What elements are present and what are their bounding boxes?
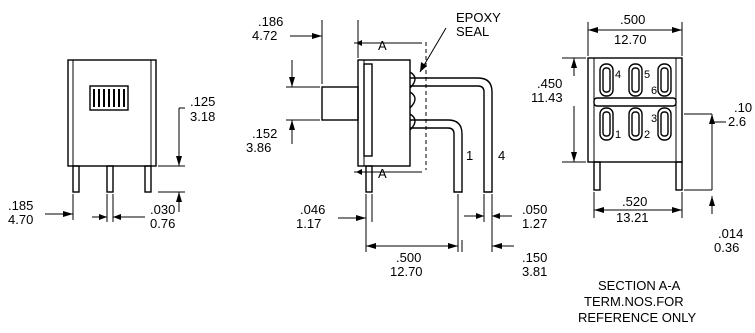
dim-mid-pin-in: .046 <box>300 202 325 217</box>
term-num-5: 5 <box>644 69 650 81</box>
dim-left-w-mm: 4.70 <box>8 212 33 227</box>
dim-left-pin-mm: 0.76 <box>150 216 175 231</box>
term-num-1: 1 <box>615 129 621 141</box>
front-actuator <box>89 85 129 111</box>
dim-mid-pin-mm: 1.17 <box>296 216 321 231</box>
seal-label: SEAL <box>456 24 489 39</box>
side-view: A A 1 4 EPOXY SEAL .186 4.72 .152 3.86 <box>246 10 547 279</box>
section-pin-right <box>675 161 683 191</box>
dim-right-h-mm: 11.43 <box>531 90 563 105</box>
section-mark-top: A <box>378 38 387 53</box>
dim-mid-side-in: .152 <box>252 126 277 141</box>
note-line-2: TERM.NOS.FOR <box>584 294 684 309</box>
side-actuator <box>321 86 359 121</box>
dim-right-foot-in: .014 <box>718 226 743 241</box>
term-num-6: 6 <box>651 85 657 97</box>
term-label-1: 1 <box>466 148 473 163</box>
dim-left-h-mm: 3.18 <box>190 109 215 124</box>
front-view: .125 3.18 .185 4.70 .030 0.76 <box>8 59 215 231</box>
dim-right-base-in: .520 <box>622 194 647 209</box>
dim-right-side-in: .10 <box>734 100 752 115</box>
dim-mid-lead-in: .050 <box>522 202 547 217</box>
dim-mid-span-mm: 12.70 <box>390 264 423 279</box>
dim-left-w-in: .185 <box>8 198 33 213</box>
dim-mid-offset-in: .150 <box>522 250 547 265</box>
front-pin-3 <box>144 165 152 193</box>
dim-left-h-in: .125 <box>190 94 215 109</box>
dim-right-w-mm: 12.70 <box>614 32 647 47</box>
dim-right-h-in: .450 <box>537 76 562 91</box>
side-body <box>357 59 411 167</box>
section-view: 4 5 6 1 2 3 .500 12.70 .450 11.43 .10 2.… <box>528 12 752 325</box>
dim-mid-offset-mm: 3.81 <box>522 264 547 279</box>
note-line-3: REFERENCE ONLY <box>578 310 697 325</box>
term-num-2: 2 <box>644 129 650 141</box>
dim-left-pin-in: .030 <box>150 202 175 217</box>
side-pin <box>365 165 373 193</box>
front-pin-1 <box>72 165 80 193</box>
front-pin-2 <box>106 165 114 193</box>
section-pin-left <box>593 161 601 191</box>
section-mark-bottom: A <box>378 166 387 181</box>
dim-right-base-mm: 13.21 <box>616 210 649 225</box>
dim-mid-top-mm: 4.72 <box>252 28 277 43</box>
dim-mid-side-mm: 3.86 <box>246 140 271 155</box>
dim-right-foot-mm: 0.36 <box>714 240 739 255</box>
term-label-4: 4 <box>498 148 505 163</box>
front-body <box>67 59 157 167</box>
terminal-slots <box>599 63 672 141</box>
dim-right-w-in: .500 <box>620 12 645 27</box>
dim-right-side-mm: 2.6 <box>728 114 746 129</box>
term-num-3: 3 <box>651 113 657 125</box>
dim-mid-lead-mm: 1.27 <box>522 216 547 231</box>
epoxy-label: EPOXY <box>456 10 501 25</box>
section-body <box>587 57 683 163</box>
dim-mid-span-in: .500 <box>396 250 421 265</box>
dim-mid-top-in: .186 <box>258 14 283 29</box>
note-line-1: SECTION A-A <box>598 278 681 293</box>
term-num-4: 4 <box>615 69 621 81</box>
